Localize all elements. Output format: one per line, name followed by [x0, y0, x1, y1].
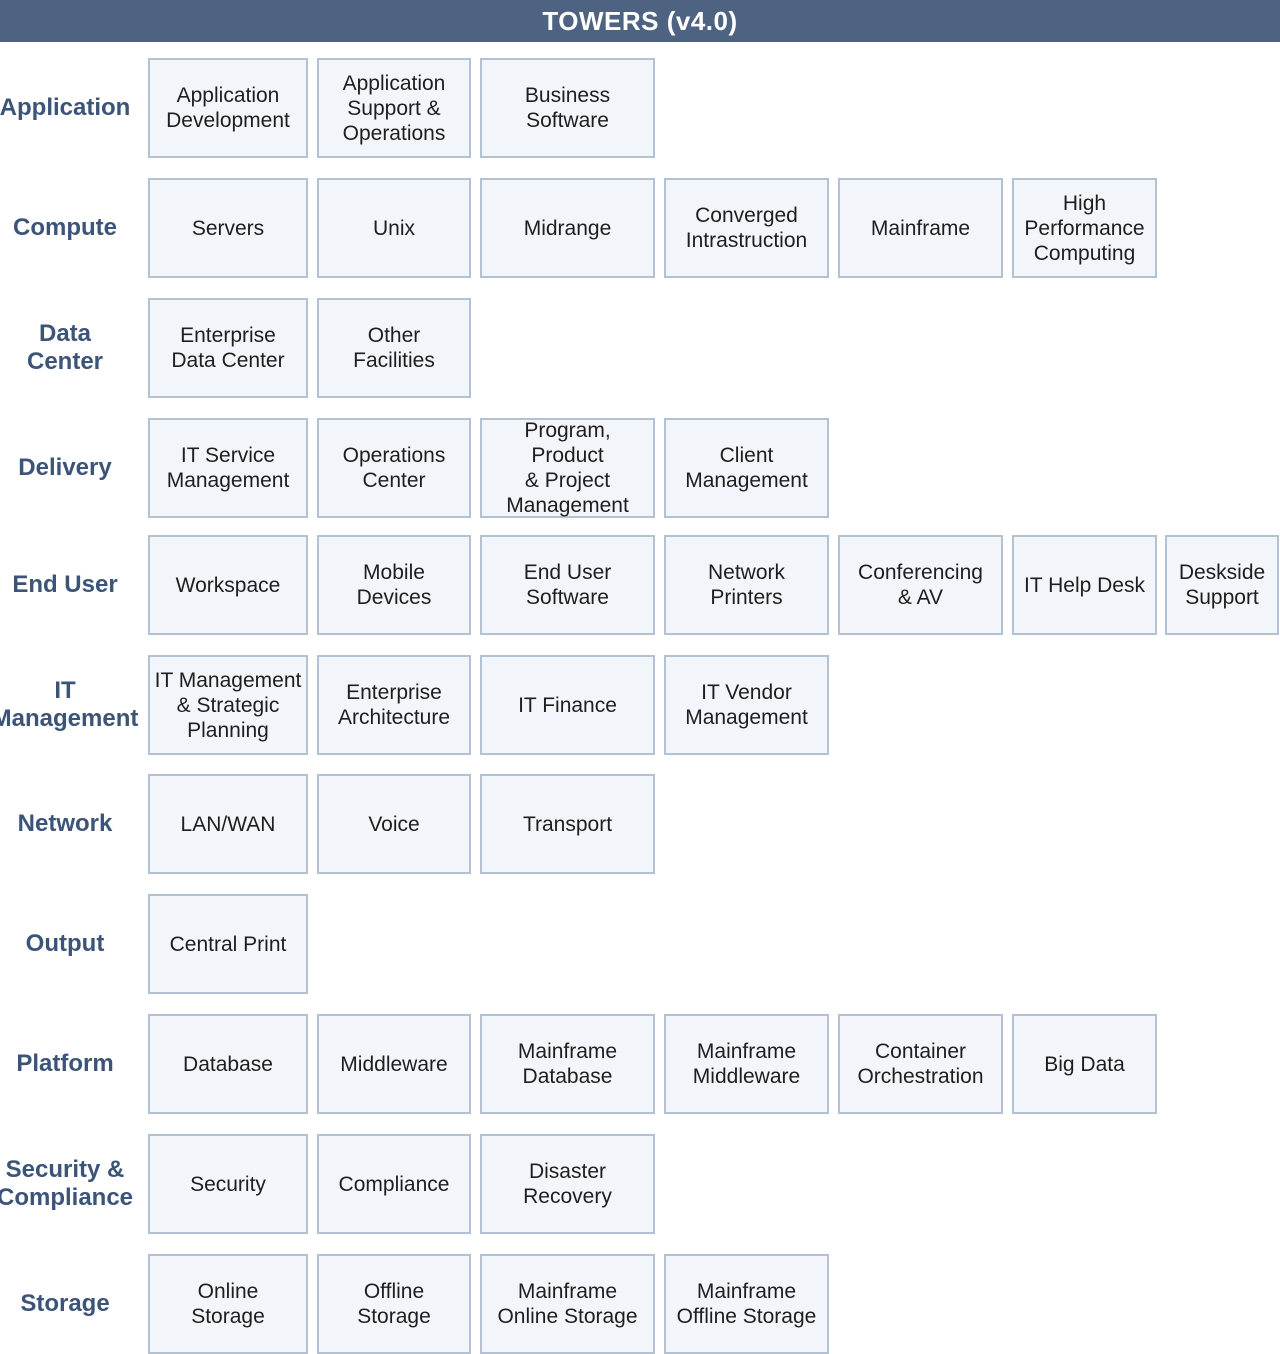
tower-tile-disaster-recovery: Disaster Recovery — [480, 1134, 655, 1234]
tower-tile-it-vendor-management: IT Vendor Management — [664, 655, 829, 755]
tower-tile-application-development: Application Development — [148, 58, 308, 158]
tower-tile-database: Database — [148, 1014, 308, 1114]
tower-tile-mainframe: Mainframe — [838, 178, 1003, 278]
row-label-application: Application — [0, 94, 131, 121]
tower-tile-lan-wan: LAN/WAN — [148, 774, 308, 874]
row-label-storage: Storage — [20, 1290, 110, 1317]
tower-tile-mainframe-middleware: Mainframe Middleware — [664, 1014, 829, 1114]
tower-tile-central-print: Central Print — [148, 894, 308, 994]
tower-tile-workspace: Workspace — [148, 535, 308, 635]
row-label-it-management: IT Management — [0, 677, 139, 732]
tower-tile-container-orchestration: Container Orchestration — [838, 1014, 1003, 1114]
tower-tile-big-data: Big Data — [1012, 1014, 1157, 1114]
tower-tile-compliance: Compliance — [317, 1134, 471, 1234]
tower-tile-transport: Transport — [480, 774, 655, 874]
tower-tile-voice: Voice — [317, 774, 471, 874]
row-label-end-user: End User — [12, 571, 118, 598]
tower-tile-it-service-management: IT Service Management — [148, 418, 308, 518]
row-label-data-center: Data Center — [26, 320, 104, 375]
row-label-network: Network — [17, 810, 113, 837]
tower-tile-program-product-project-management: Program, Product & Project Management — [480, 418, 655, 518]
tower-tile-offline-storage: Offline Storage — [317, 1254, 471, 1354]
tower-tile-business-software: Business Software — [480, 58, 655, 158]
row-label-security-compliance: Security & Compliance — [0, 1156, 134, 1211]
row-label-delivery: Delivery — [18, 454, 112, 481]
row-label-platform: Platform — [16, 1050, 114, 1077]
tower-tile-midrange: Midrange — [480, 178, 655, 278]
tower-tile-it-finance: IT Finance — [480, 655, 655, 755]
tower-tile-application-support-operations: Application Support & Operations — [317, 58, 471, 158]
page-title: TOWERS (v4.0) — [0, 0, 1280, 42]
tower-tile-unix: Unix — [317, 178, 471, 278]
tower-tile-mainframe-offline-storage: Mainframe Offline Storage — [664, 1254, 829, 1354]
tower-tile-middleware: Middleware — [317, 1014, 471, 1114]
tower-tile-enterprise-architecture: Enterprise Architecture — [317, 655, 471, 755]
tower-tile-end-user-software: End User Software — [480, 535, 655, 635]
tower-tile-it-help-desk: IT Help Desk — [1012, 535, 1157, 635]
tower-tile-enterprise-data-center: Enterprise Data Center — [148, 298, 308, 398]
tower-tile-conferencing-av: Conferencing & AV — [838, 535, 1003, 635]
tower-tile-servers: Servers — [148, 178, 308, 278]
tower-tile-converged-intrastruction: Converged Intrastruction — [664, 178, 829, 278]
tower-tile-high-performance-computing: High Performance Computing — [1012, 178, 1157, 278]
tower-tile-mainframe-database: Mainframe Database — [480, 1014, 655, 1114]
row-label-output: Output — [25, 930, 105, 957]
tower-tile-it-management-strategic-planning: IT Management & Strategic Planning — [148, 655, 308, 755]
tower-tile-network-printers: Network Printers — [664, 535, 829, 635]
tower-tile-mainframe-online-storage: Mainframe Online Storage — [480, 1254, 655, 1354]
tower-tile-deskside-support: Deskside Support — [1165, 535, 1279, 635]
tower-tile-online-storage: Online Storage — [148, 1254, 308, 1354]
tower-tile-security: Security — [148, 1134, 308, 1234]
tower-tile-operations-center: Operations Center — [317, 418, 471, 518]
tower-tile-mobile-devices: Mobile Devices — [317, 535, 471, 635]
row-label-compute: Compute — [13, 214, 117, 241]
tower-tile-client-management: Client Management — [664, 418, 829, 518]
tower-tile-other-facilities: Other Facilities — [317, 298, 471, 398]
